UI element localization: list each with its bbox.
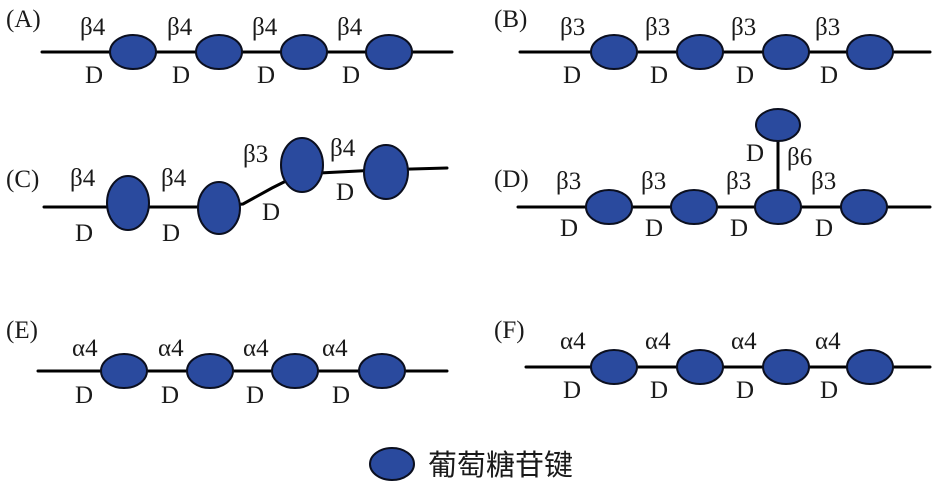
d-label: D bbox=[257, 62, 275, 89]
panel-label: (C) bbox=[6, 166, 39, 193]
glucose-oval-icon bbox=[280, 137, 324, 193]
bond-label: β3 bbox=[726, 168, 751, 195]
glucose-oval-icon bbox=[186, 353, 234, 389]
panel-e: (E) α4 α4 α4 α4 D D D D bbox=[6, 317, 449, 409]
d-label: D bbox=[650, 62, 668, 89]
d-label: D bbox=[162, 220, 180, 247]
panel-b: (B) β3 β3 β3 β3 D D D D bbox=[494, 6, 932, 89]
glucose-oval-icon bbox=[846, 349, 894, 385]
d-label: D bbox=[342, 62, 360, 89]
glucose-oval-icon bbox=[590, 349, 638, 385]
panel-label: (B) bbox=[494, 6, 527, 33]
bond-label: α4 bbox=[72, 335, 98, 362]
glucose-oval-icon bbox=[676, 349, 724, 385]
glucose-oval-icon bbox=[280, 34, 328, 70]
bond-label: β3 bbox=[645, 14, 670, 41]
d-label: D bbox=[560, 215, 578, 242]
legend-glucose-oval-icon bbox=[369, 447, 415, 481]
panel-d: (D) β3 β3 β3 β3 D D D D D β6 bbox=[494, 108, 932, 242]
bond-label: β4 bbox=[337, 14, 363, 41]
bond-label: β4 bbox=[80, 14, 106, 41]
bond-label: α4 bbox=[731, 328, 757, 355]
bond-label: β4 bbox=[70, 165, 96, 192]
bond-label: β3 bbox=[560, 14, 585, 41]
legend-label: 葡萄糖苷键 bbox=[428, 448, 573, 482]
glucose-oval-icon bbox=[840, 189, 888, 225]
glucose-oval-icon bbox=[195, 34, 243, 70]
glucose-oval-icon bbox=[109, 34, 157, 70]
panel-label: (A) bbox=[6, 6, 41, 33]
panel-label: (F) bbox=[494, 317, 525, 344]
d-label: D bbox=[736, 62, 754, 89]
bond-label: α4 bbox=[815, 328, 841, 355]
glucose-oval-icon bbox=[755, 108, 801, 142]
bond-label: α4 bbox=[645, 328, 671, 355]
glucose-oval-icon bbox=[846, 34, 894, 70]
branch-bond-label: β6 bbox=[787, 144, 812, 171]
d-label: D bbox=[815, 215, 833, 242]
d-label: D bbox=[820, 377, 838, 404]
glucose-oval-icon bbox=[100, 353, 148, 389]
d-label: D bbox=[820, 62, 838, 89]
bond-label: α4 bbox=[560, 328, 586, 355]
bond-label: β3 bbox=[815, 14, 840, 41]
glucose-oval-icon bbox=[106, 175, 150, 231]
bond-label: β3 bbox=[731, 14, 756, 41]
branch-d-label: D bbox=[746, 140, 764, 167]
glucose-oval-icon bbox=[363, 144, 409, 200]
bond-label: β3 bbox=[641, 168, 666, 195]
d-label: D bbox=[730, 215, 748, 242]
glucose-oval-icon bbox=[762, 34, 810, 70]
bond-label: β3 bbox=[243, 141, 268, 168]
panel-label: (E) bbox=[6, 317, 38, 344]
bond-label: α4 bbox=[322, 335, 348, 362]
glucose-oval-icon bbox=[590, 34, 638, 70]
panel-f: (F) α4 α4 α4 α4 D D D D bbox=[494, 317, 932, 404]
panel-a: (A) β4 β4 β4 β4 D D D D bbox=[6, 6, 454, 89]
glucose-oval-icon bbox=[676, 34, 724, 70]
glucose-oval-icon bbox=[754, 189, 802, 225]
glucose-oval-icon bbox=[365, 34, 413, 70]
d-label: D bbox=[75, 382, 93, 409]
d-label: D bbox=[332, 382, 350, 409]
d-label: D bbox=[736, 377, 754, 404]
d-label: D bbox=[563, 377, 581, 404]
d-label: D bbox=[172, 62, 190, 89]
bond-label: α4 bbox=[243, 335, 269, 362]
d-label: D bbox=[262, 199, 280, 226]
glucose-oval-icon bbox=[762, 349, 810, 385]
legend: 葡萄糖苷键 bbox=[369, 447, 573, 482]
glucose-oval-icon bbox=[358, 353, 406, 389]
d-label: D bbox=[161, 382, 179, 409]
d-label: D bbox=[650, 377, 668, 404]
glucose-oval-icon bbox=[670, 189, 718, 225]
bond-label: β4 bbox=[161, 165, 187, 192]
d-label: D bbox=[75, 220, 93, 247]
glucose-oval-icon bbox=[197, 181, 241, 235]
bond-label: β4 bbox=[330, 135, 356, 162]
bond-label: β3 bbox=[811, 168, 836, 195]
panel-c: (C) β4 β4 β3 β4 D D D D bbox=[6, 135, 449, 247]
d-label: D bbox=[85, 62, 103, 89]
d-label: D bbox=[563, 62, 581, 89]
panel-label: (D) bbox=[494, 166, 529, 193]
d-label: D bbox=[336, 179, 354, 206]
glucose-oval-icon bbox=[585, 189, 633, 225]
glucose-oval-icon bbox=[271, 353, 319, 389]
d-label: D bbox=[645, 215, 663, 242]
bond-label: α4 bbox=[158, 335, 184, 362]
bond-label: β4 bbox=[167, 14, 193, 41]
bond-label: β4 bbox=[252, 14, 278, 41]
d-label: D bbox=[246, 382, 264, 409]
bond-label: β3 bbox=[556, 168, 581, 195]
